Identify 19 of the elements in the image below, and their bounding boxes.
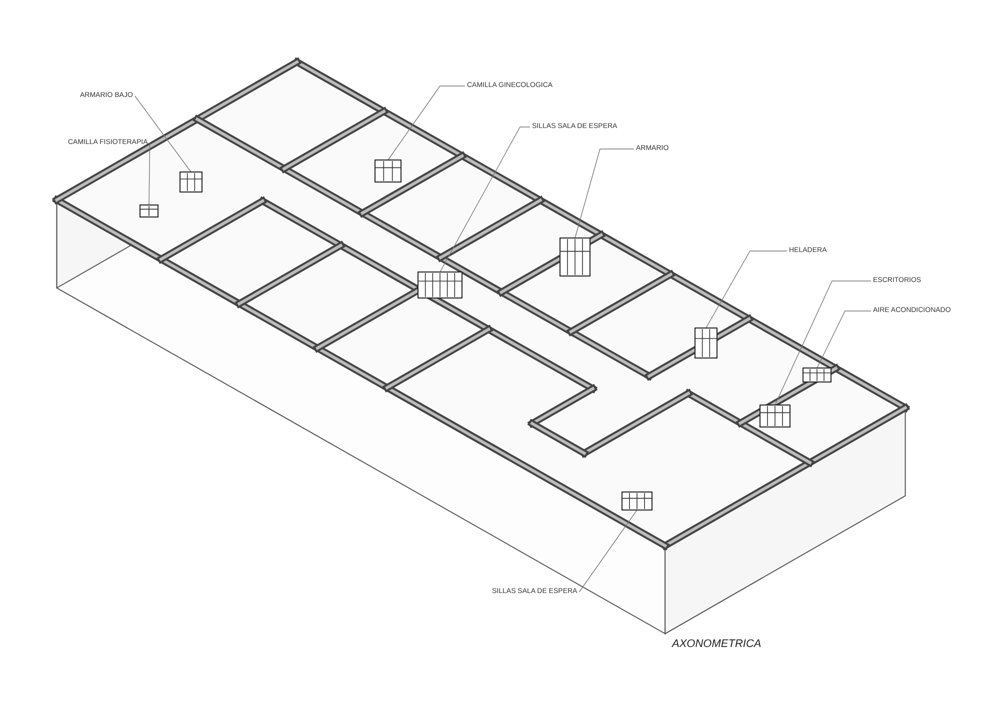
leader-line	[388, 86, 466, 160]
leader-line	[706, 250, 788, 328]
desk-drawing	[760, 404, 790, 428]
leader-line	[134, 96, 192, 172]
leader-line	[574, 148, 634, 238]
air-conditioner-drawing	[802, 368, 832, 382]
fridge-drawing	[694, 328, 718, 358]
leader-line	[440, 126, 530, 272]
chairs-drawing	[418, 272, 462, 298]
leader-line	[578, 510, 638, 592]
treatment-table-drawing	[374, 160, 402, 182]
cabinet-drawing	[180, 172, 202, 192]
leader-line	[148, 142, 150, 206]
leader-line	[816, 310, 872, 368]
treatment-table-drawing	[140, 204, 158, 218]
chairs-drawing	[622, 492, 652, 510]
drawing-caption: AXONOMETRICA	[672, 638, 762, 650]
leader-line	[774, 280, 872, 406]
cabinet-drawing	[560, 238, 590, 276]
